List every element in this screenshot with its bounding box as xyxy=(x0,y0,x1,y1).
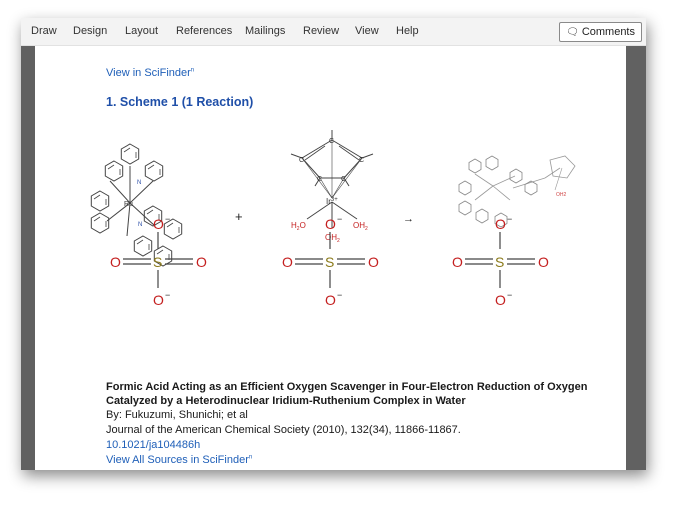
water-ligand-bottom: OH2 xyxy=(325,233,340,244)
citation-title-line-2: Catalyzed by a Heterodinuclear Iridium-R… xyxy=(106,395,466,407)
comments-button[interactable]: 🗨Comments xyxy=(559,22,642,42)
oxygen-atom: O xyxy=(538,254,549,270)
reaction-arrow: → xyxy=(403,213,414,225)
sulfate-anion-3: O − S O O O − xyxy=(452,214,549,308)
view-in-scifinder-link[interactable]: View in SciFindern xyxy=(106,67,194,79)
comments-label: Comments xyxy=(581,26,635,38)
carbon-label: C xyxy=(359,157,364,164)
tab-mailings[interactable]: Mailings xyxy=(245,25,286,37)
view-all-sources-link[interactable]: View All Sources in SciFindern xyxy=(106,454,252,466)
sulfur-atom: S xyxy=(153,254,162,270)
carbon-label: C xyxy=(299,157,304,164)
ribbon-tab-bar: Draw Design Layout References Mailings R… xyxy=(21,18,646,46)
comment-icon: 🗨 xyxy=(566,27,579,38)
ruthenium-complex-structure: Ru N N xyxy=(90,143,183,267)
view-link-mark: n xyxy=(190,67,195,74)
tab-layout[interactable]: Layout xyxy=(125,25,159,37)
iridium-complex-structure: C C C C C Ir3+ H2O OH2 OH2 xyxy=(290,130,374,244)
citation-title-line-1: Formic Acid Acting as an Efficient Oxyge… xyxy=(106,381,588,393)
sources-link-mark: n xyxy=(248,454,253,461)
negative-charge: − xyxy=(507,214,512,224)
oxygen-atom: O xyxy=(495,216,506,232)
oxygen-atom: O xyxy=(325,292,336,308)
document-window: Draw Design Layout References Mailings R… xyxy=(21,18,646,470)
sources-link-text: View All Sources in SciFinder xyxy=(106,454,249,466)
oxygen-atom: O xyxy=(282,254,293,270)
water-ligand-right: OH2 xyxy=(353,221,368,232)
sulfate-anion-2: O − S O O O − xyxy=(282,214,379,308)
sulfate-anion-1: O − S O O O − xyxy=(110,214,207,308)
doi-link[interactable]: 10.1021/ja104486h xyxy=(106,439,201,451)
oxygen-atom: O xyxy=(196,254,207,270)
reaction-scheme: Ru N N + xyxy=(90,130,576,308)
view-link-text: View in SciFinder xyxy=(106,67,191,79)
scheme-heading: 1. Scheme 1 (1 Reaction) xyxy=(106,95,254,109)
negative-charge: − xyxy=(165,214,170,224)
n-atom-label: N xyxy=(138,222,142,228)
n-atom-label: N xyxy=(137,180,141,186)
tab-references[interactable]: References xyxy=(176,25,233,37)
oxygen-atom: O xyxy=(495,292,506,308)
document-canvas[interactable]: View in SciFindern 1. Scheme 1 (1 Reacti… xyxy=(21,46,646,470)
document-page[interactable]: View in SciFindern 1. Scheme 1 (1 Reacti… xyxy=(35,46,626,470)
carbon-label: C xyxy=(329,138,334,145)
oxygen-atom: O xyxy=(110,254,121,270)
citation-journal: Journal of the American Chemical Society… xyxy=(106,424,461,436)
citation-authors: By: Fukuzumi, Shunichi; et al xyxy=(106,409,248,421)
negative-charge: − xyxy=(165,290,170,300)
sulfur-atom: S xyxy=(325,254,334,270)
product-complex-structure: OH2 xyxy=(458,155,576,228)
product-water-label: OH2 xyxy=(556,192,567,198)
tab-design[interactable]: Design xyxy=(73,25,108,37)
negative-charge: − xyxy=(507,290,512,300)
plus-sign: + xyxy=(235,209,243,224)
tab-help[interactable]: Help xyxy=(396,25,419,37)
iridium-atom-label: Ir3+ xyxy=(326,197,338,206)
oxygen-atom: O xyxy=(368,254,379,270)
tab-draw[interactable]: Draw xyxy=(31,25,57,37)
ru-atom-label: Ru xyxy=(124,201,133,208)
negative-charge: − xyxy=(337,214,342,224)
carbon-label: C xyxy=(341,176,346,183)
carbon-label: C xyxy=(317,176,322,183)
negative-charge: − xyxy=(337,290,342,300)
water-ligand-left: H2O xyxy=(291,221,306,232)
oxygen-atom: O xyxy=(153,292,164,308)
oxygen-atom: O xyxy=(325,216,336,232)
tab-view[interactable]: View xyxy=(355,25,379,37)
oxygen-atom: O xyxy=(153,216,164,232)
oxygen-atom: O xyxy=(452,254,463,270)
sulfur-atom: S xyxy=(495,254,504,270)
tab-review[interactable]: Review xyxy=(303,25,340,37)
